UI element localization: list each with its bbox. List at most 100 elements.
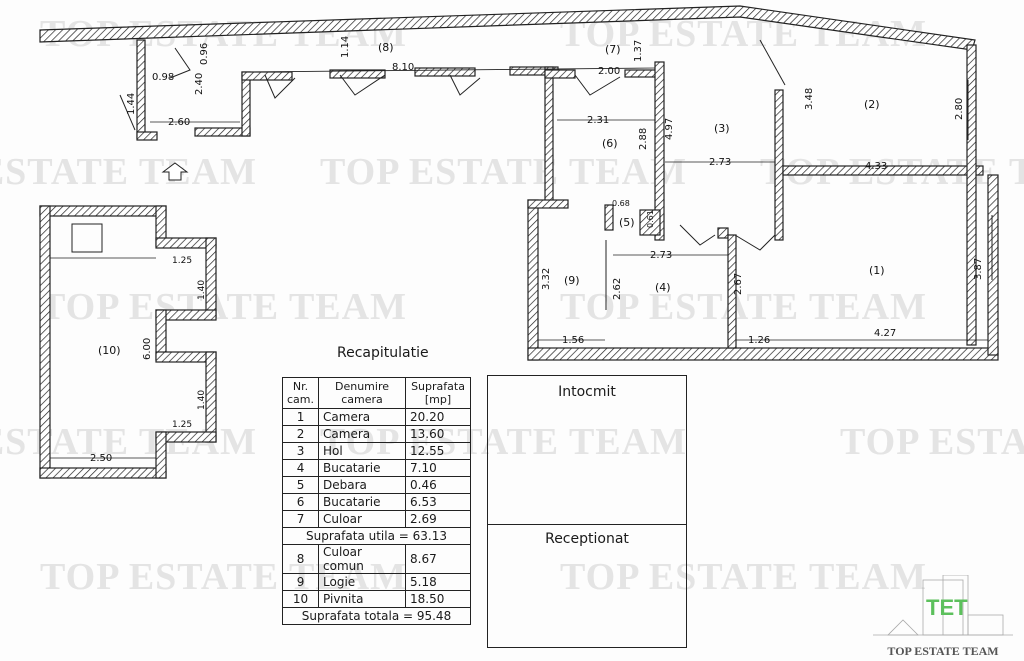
svg-text:TET: TET [926, 595, 968, 620]
cell-area: 7.10 [405, 459, 472, 477]
cell-area: 8.67 [405, 544, 472, 574]
dimension-lines [50, 67, 988, 459]
header-nr: Nr. cam. [281, 377, 320, 409]
cell-area: 20.20 [405, 408, 472, 426]
dim-label: 3.48 [804, 88, 815, 110]
dim-label: 2.40 [194, 73, 205, 95]
cell-area: 5.18 [405, 573, 472, 591]
dim-label: 6.00 [142, 338, 153, 360]
cell-name: Culoar [318, 510, 407, 528]
dim-label: 2.31 [587, 115, 609, 126]
cell-nr: 2 [281, 425, 320, 443]
room-number-3: (3) [714, 122, 730, 135]
cell-nr: 1 [281, 408, 320, 426]
room-numbers: (8) (7) (6) (3) (2) (1) (4) (9) (5) (10) [98, 41, 885, 357]
dimension-labels: 0.96 0.98 1.44 2.40 2.60 8.10 1.14 1.37 … [90, 36, 984, 464]
cell-area: 13.60 [405, 425, 472, 443]
room-number-1: (1) [869, 264, 885, 277]
dim-label: 2.60 [168, 117, 190, 128]
dim-label: 0.96 [199, 43, 210, 65]
recap-title: Recapitulatie [337, 345, 429, 361]
cell-nr: 8 [281, 544, 320, 574]
dim-label: 1.40 [197, 280, 207, 300]
room-number-8: (8) [378, 41, 394, 54]
dim-label: 4.33 [865, 161, 887, 172]
useful-area: Suprafata utila = 63.13 [281, 527, 472, 545]
cell-name: Camera [318, 408, 407, 426]
recap-table: Nr. cam. Denumire camera Suprafata [mp] … [281, 377, 472, 625]
room-number-7: (7) [605, 43, 621, 56]
dim-label: 8.10 [392, 62, 414, 73]
dim-label: 3.87 [973, 258, 984, 280]
cell-area: 0.46 [405, 476, 472, 494]
company-logo: TET TOP ESTATE TEAM [868, 574, 1018, 659]
dim-label: 2.73 [709, 157, 731, 168]
total-area: Suprafata totala = 95.48 [281, 607, 472, 625]
cell-name: Bucatarie [318, 493, 407, 511]
cell-name: Camera [318, 425, 407, 443]
dim-label: 0.68 [612, 199, 630, 208]
cell-area: 2.69 [405, 510, 472, 528]
dim-label: 2.73 [650, 250, 672, 261]
dim-label: 2.67 [733, 273, 744, 295]
doors-and-lines [71, 39, 993, 310]
intocmit-label: Intocmit [558, 384, 616, 400]
signature-box: Intocmit Receptionat [487, 375, 687, 648]
cell-nr: 9 [281, 573, 320, 591]
buildings-logo-icon: TET [873, 574, 1013, 636]
dim-label: 2.88 [638, 128, 649, 150]
north-arrow-icon [161, 162, 189, 181]
room-number-2: (2) [864, 98, 880, 111]
cell-nr: 5 [281, 476, 320, 494]
dim-label: 1.37 [633, 40, 644, 62]
divider [488, 524, 686, 525]
room-number-5: (5) [619, 216, 635, 229]
dim-label: 0.98 [152, 72, 174, 83]
logo-text: TOP ESTATE TEAM [887, 644, 999, 658]
cell-name: Hol [318, 442, 407, 460]
dim-label: 2.62 [612, 278, 623, 300]
cell-area: 18.50 [405, 590, 472, 608]
cell-name: Logie [318, 573, 407, 591]
dim-label: 2.50 [90, 453, 112, 464]
receptionat-label: Receptionat [545, 531, 629, 547]
dim-label: 1.44 [126, 93, 137, 115]
cell-area: 12.55 [405, 442, 472, 460]
cell-nr: 10 [281, 590, 320, 608]
dim-label: 3.32 [541, 268, 552, 290]
cell-name: Debara [318, 476, 407, 494]
table-header: Nr. cam. Denumire camera Suprafata [mp] [281, 377, 472, 409]
cell-nr: 6 [281, 493, 320, 511]
dim-label: 1.14 [340, 36, 351, 58]
dim-label: 4.27 [874, 328, 896, 339]
room-number-6: (6) [602, 137, 618, 150]
dim-label: 4.97 [664, 118, 675, 140]
dim-label: 1.25 [172, 420, 192, 430]
cell-nr: 7 [281, 510, 320, 528]
cell-name: Pivnita [318, 590, 407, 608]
room-number-9: (9) [564, 274, 580, 287]
room-number-4: (4) [655, 281, 671, 294]
header-name: Denumire camera [318, 377, 407, 409]
dim-label: 1.56 [562, 335, 584, 346]
header-area: Suprafata [mp] [405, 377, 472, 409]
dim-label: 1.40 [197, 390, 207, 410]
cell-nr: 4 [281, 459, 320, 477]
dim-label: 0.61 [646, 210, 655, 228]
room-number-10: (10) [98, 344, 121, 357]
cell-nr: 3 [281, 442, 320, 460]
dim-label: 1.25 [172, 256, 192, 266]
dim-label: 2.00 [598, 66, 620, 77]
dim-label: 1.26 [748, 335, 770, 346]
